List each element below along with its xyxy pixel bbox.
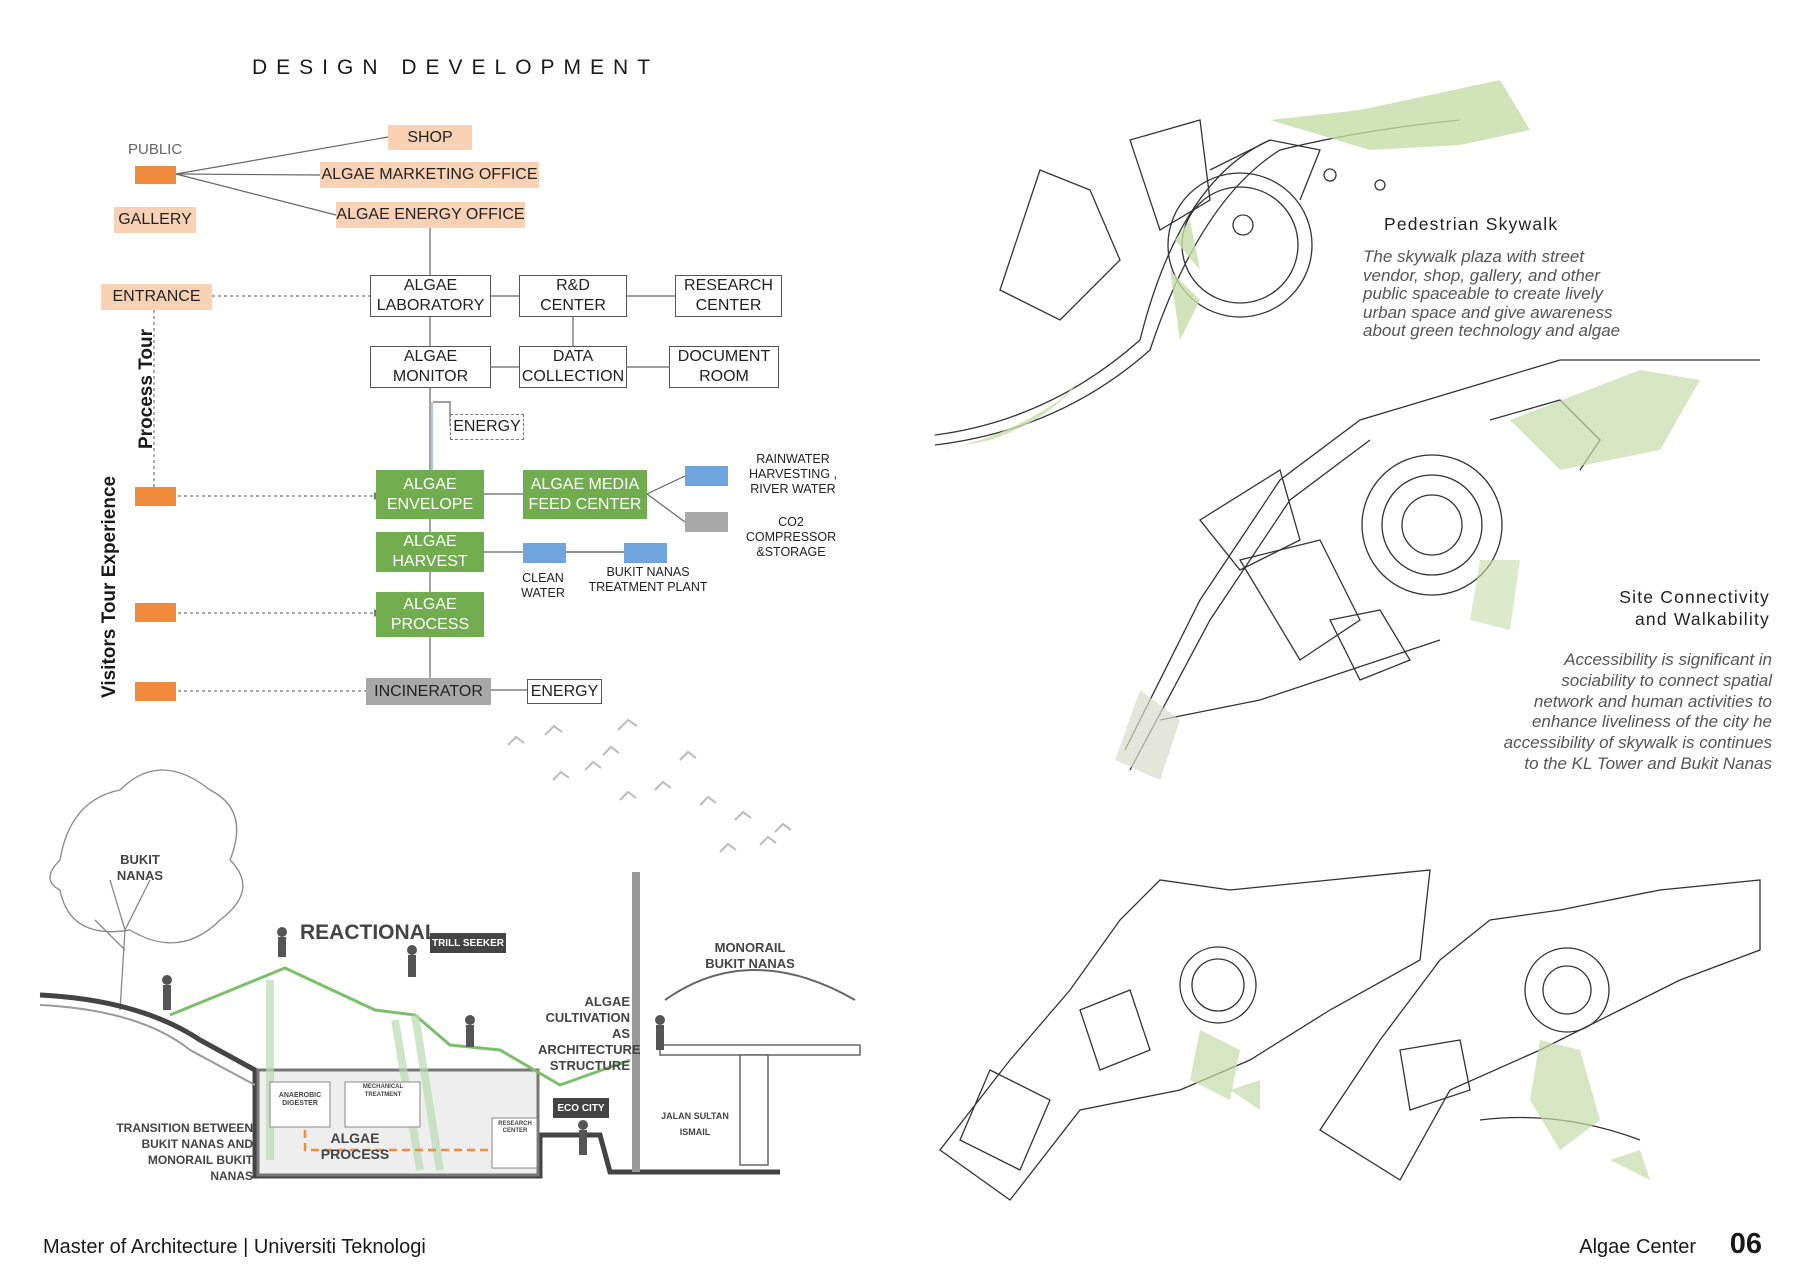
skywalk-title: Pedestrian Skywalk	[1384, 214, 1559, 234]
section-transition: TRANSITION BETWEEN BUKIT NANAS AND MONOR…	[116, 1121, 253, 1183]
marker-rainwater	[685, 466, 728, 486]
public-label: PUBLIC	[128, 141, 183, 158]
node-laboratory: ALGAE LABORATORY	[370, 275, 491, 317]
section-anaerobic: ANAEROBIC DIGESTER	[278, 1092, 322, 1107]
node-monitor: ALGAE MONITOR	[370, 346, 491, 388]
label-clean-water: CLEAN WATER	[521, 571, 565, 600]
section-algae-process: ALGAE PROCESS	[320, 1130, 390, 1162]
visitor-marker-1	[135, 487, 176, 506]
section-mechanical: MECHANICAL TREATMENT	[362, 1084, 404, 1098]
section-research-center: RESEARCH CENTER	[498, 1121, 532, 1134]
marker-co2	[685, 512, 728, 532]
visitor-marker-3	[135, 682, 176, 701]
page-title: DESIGN DEVELOPMENT	[252, 56, 660, 79]
marker-treatment	[624, 543, 667, 563]
node-media-feed: ALGAE MEDIA FEED CENTER	[523, 470, 647, 519]
node-document-room: DOCUMENT ROOM	[669, 346, 779, 388]
section-jalan: JALAN SULTAN ISMAIL	[661, 1111, 729, 1137]
skywalk-description: The skywalk plaza with street vendor, sh…	[1363, 247, 1621, 340]
section-reactional: REACTIONAL	[300, 921, 438, 944]
node-marketing-office: ALGAE MARKETING OFFICE	[320, 162, 539, 188]
site-connectivity-description: Accessibility is significant in sociabil…	[1503, 650, 1772, 773]
node-entrance: ENTRANCE	[101, 284, 212, 310]
public-marker	[135, 166, 176, 184]
label-rainwater: RAINWATER HARVESTING , RIVER WATER	[749, 452, 837, 496]
section-algae-cultivation: ALGAE CULTIVATION AS ARCHITECTURE STRUCT…	[538, 994, 641, 1073]
node-energy-office: ALGAE ENERGY OFFICE	[336, 202, 525, 228]
node-shop: SHOP	[388, 125, 472, 150]
node-research-center: RESEARCH CENTER	[675, 275, 782, 317]
node-algae-harvest: ALGAE HARVEST	[376, 532, 484, 572]
site-connectivity-title: Site Connectivity and Walkability	[1619, 587, 1770, 629]
node-algae-envelope: ALGAE ENVELOPE	[376, 470, 484, 519]
label-co2: CO2 COMPRESSOR &STORAGE	[745, 515, 837, 559]
section-trill-seeker: TRILL SEEKER	[431, 938, 505, 949]
label-treatment: BUKIT NANAS TREATMENT PLANT	[588, 565, 708, 594]
page-number: 06	[1729, 1228, 1762, 1260]
node-energy-box: ENERGY	[450, 414, 524, 440]
node-incinerator: INCINERATOR	[366, 678, 491, 705]
node-energy-end: ENERGY	[527, 679, 602, 704]
marker-clean-water	[523, 543, 566, 563]
visitor-marker-2	[135, 603, 176, 622]
node-data-collection: DATA COLLECTION	[519, 346, 627, 388]
footer-institution: Master of Architecture | Universiti Tekn…	[43, 1236, 426, 1258]
section-eco-city: ECO CITY	[557, 1103, 605, 1114]
section-bukit-nanas: BUKIT NANAS	[116, 852, 164, 883]
section-monorail: MONORAIL BUKIT NANAS	[705, 940, 795, 971]
footer-project-name: Algae Center	[1579, 1236, 1696, 1258]
node-gallery: GALLERY	[114, 207, 196, 233]
node-rnd-center: R&D CENTER	[519, 275, 627, 317]
node-algae-process: ALGAE PROCESS	[376, 592, 484, 637]
